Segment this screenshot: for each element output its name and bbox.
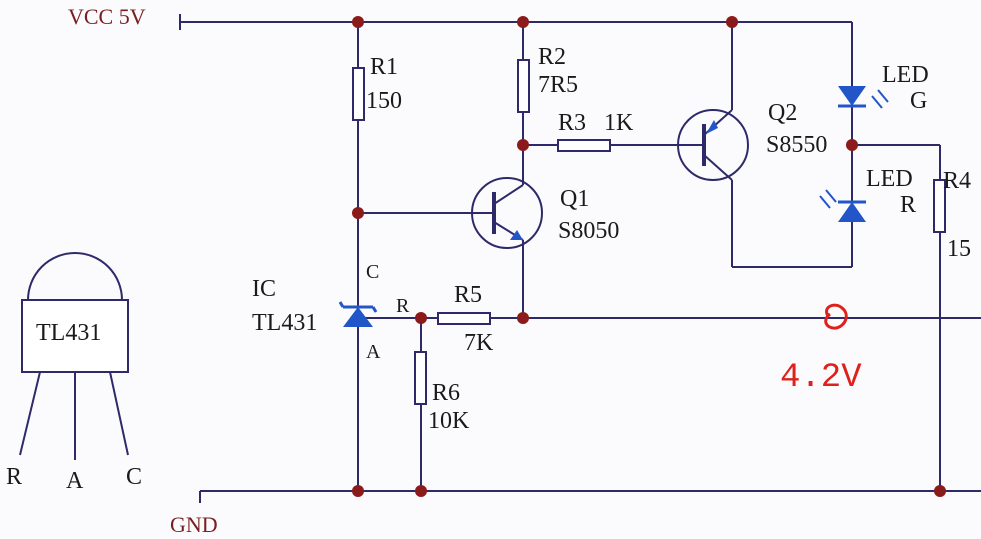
package-pin-c: C [126, 464, 142, 490]
led-r-color: R [900, 192, 916, 218]
r3-ref: R3 [558, 110, 586, 136]
ic-pin-anode: A [366, 341, 381, 363]
q2-part: S8550 [766, 132, 827, 158]
vcc-label: VCC 5V [68, 4, 146, 29]
resistor-r1 [352, 67, 365, 121]
q1-part: S8050 [558, 218, 619, 244]
junction-nodes [352, 16, 946, 497]
voltage-annotation: 4.2V [780, 359, 862, 397]
ic-ref: IC [252, 276, 276, 302]
led-g-label: LED [882, 62, 929, 88]
gnd-label: GND [170, 512, 218, 537]
r3-value: 1K [604, 110, 634, 136]
led-green [838, 86, 889, 109]
resistor-r2 [517, 59, 530, 113]
package-label: TL431 [36, 320, 101, 346]
r1-ref: R1 [370, 54, 398, 80]
r6-value: 10K [428, 408, 470, 434]
q2-ref: Q2 [768, 100, 797, 126]
resistor-r3 [557, 139, 611, 152]
resistor-r5 [437, 312, 491, 325]
r5-ref: R5 [454, 282, 482, 308]
package-pin-a: A [66, 468, 84, 494]
r1-value: 150 [366, 88, 402, 114]
package-pin-r: R [6, 464, 22, 490]
ic-part: TL431 [252, 310, 317, 336]
transistor-q1 [471, 177, 543, 249]
tl431-symbol [338, 301, 421, 327]
probe-mark [824, 303, 848, 330]
ic-pin-ref: R [396, 295, 410, 317]
resistor-r6 [414, 351, 427, 405]
r5-value: 7K [464, 330, 494, 356]
led-red [819, 189, 866, 222]
led-r-label: LED [866, 166, 913, 192]
r2-value: 7R5 [538, 72, 578, 98]
transistor-q2 [677, 109, 749, 181]
ic-pin-cathode: C [366, 261, 379, 283]
resistor-r4 [933, 179, 946, 233]
tl431-package [19, 252, 129, 460]
r4-ref: R4 [943, 168, 971, 194]
q1-ref: Q1 [560, 186, 589, 212]
r4-value: 15 [947, 236, 971, 262]
led-g-color: G [910, 88, 927, 114]
r6-ref: R6 [432, 380, 460, 406]
r2-ref: R2 [538, 44, 566, 70]
